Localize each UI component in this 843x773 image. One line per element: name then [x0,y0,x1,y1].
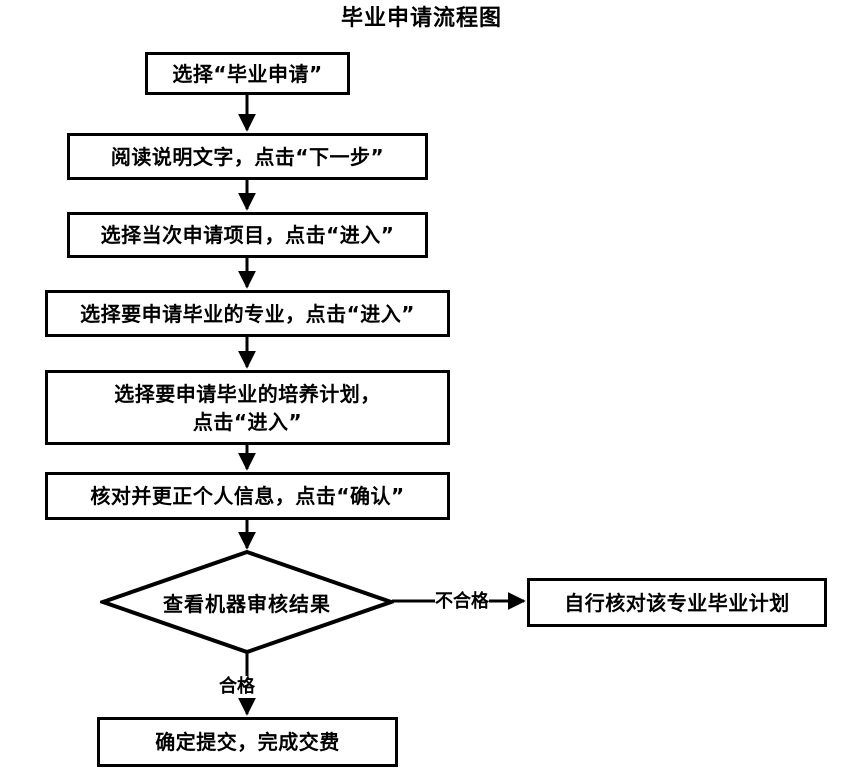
flow-node-text: 确定提交，完成交费 [155,730,340,754]
flow-node-text: 选择要申请毕业的培养计划， 点击“进入” [114,381,381,434]
flow-node-select-application-item[interactable]: 选择当次申请项目，点击“进入” [67,212,428,258]
flow-node-text: 自行核对该专业毕业计划 [564,590,790,615]
flow-node-text: 阅读说明文字，点击“下一步” [110,144,385,169]
flow-node-text: 选择要申请毕业的专业，点击“进入” [80,301,415,326]
flow-node-verify-personal-info[interactable]: 核对并更正个人信息，点击“确认” [45,472,450,520]
flow-node-review-machine-result[interactable]: 查看机器审核结果 [100,549,394,655]
flow-node-read-instructions[interactable]: 阅读说明文字，点击“下一步” [67,133,428,180]
edge-label-pass: 合格 [219,676,255,698]
flow-node-text: 选择当次申请项目，点击“进入” [100,223,395,247]
flow-node-select-major[interactable]: 选择要申请毕业的专业，点击“进入” [45,290,450,337]
edge-label-fail: 不合格 [435,591,489,613]
flow-node-self-check-plan[interactable]: 自行核对该专业毕业计划 [527,578,827,627]
flow-node-submit-and-pay[interactable]: 确定提交，完成交费 [97,717,398,767]
flow-node-select-training-plan[interactable]: 选择要申请毕业的培养计划， 点击“进入” [45,370,450,445]
page-title: 毕业申请流程图 [340,6,502,31]
flow-node-text: 核对并更正个人信息，点击“确认” [90,484,405,508]
diamond-shape [100,549,394,655]
flow-node-select-graduation-application[interactable]: 选择“毕业申请” [145,52,350,95]
flow-node-text: 选择“毕业申请” [172,61,323,86]
